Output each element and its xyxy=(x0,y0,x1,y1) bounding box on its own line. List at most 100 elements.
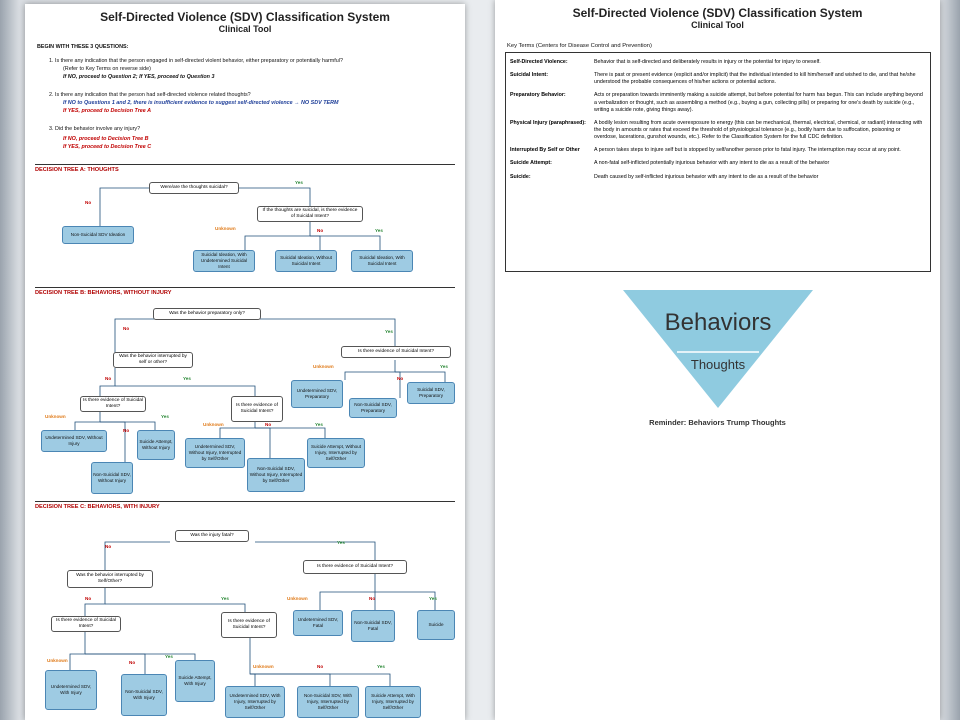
tree-c-label-unknown: Unknown xyxy=(287,596,308,601)
tree-c-outcome-attempt-interrupted: Suicide Attempt, With Injury, Interrupte… xyxy=(365,686,421,718)
question-2-branch-a: If NO to Questions 1 and 2, there is ins… xyxy=(63,100,339,106)
tree-c-label-yes: Yes xyxy=(337,540,345,545)
triangle-thoughts-label: Thoughts xyxy=(691,357,746,372)
question-1: 1. Is there any indication that the pers… xyxy=(49,58,343,64)
tree-a-outcome-undetermined: Suicidal Ideation, With Undetermined Sui… xyxy=(193,250,255,272)
key-term-definition: Acts or preparation towards imminently m… xyxy=(594,92,923,113)
tree-b-label-no-5: No xyxy=(265,422,272,427)
tree-c-label-no-3: No xyxy=(85,596,92,601)
tree-b-outcome-suicidal-preparatory: Suicidal SDV, Preparatory xyxy=(407,382,455,404)
tree-c-outcome-nonsuicidal-fatal: Non-Suicidal SDV, Fatal xyxy=(351,610,395,642)
tree-c-question-intent-mid: Is there evidence of Suicidal Intent? xyxy=(221,612,277,638)
tree-c-outcome-undetermined-injury: Undetermined SDV, With Injury xyxy=(45,670,97,710)
tree-b-label-yes-3: Yes xyxy=(183,376,191,381)
tree-c-label-yes-4: Yes xyxy=(165,654,173,659)
tree-b-outcome-undetermined-preparatory: Undetermined SDV, Preparatory xyxy=(291,380,343,408)
tree-b-label-yes-2: Yes xyxy=(440,364,448,369)
key-term: Self-Directed Violence: xyxy=(510,59,568,65)
tree-c-label-unknown-3: Unknown xyxy=(253,664,274,669)
behaviors-thoughts-triangle: Behaviors Thoughts xyxy=(623,290,813,408)
tree-b-label-yes: Yes xyxy=(385,329,393,334)
triangle-shape xyxy=(623,290,813,408)
tree-b-label-unknown-3: Unknown xyxy=(203,422,224,427)
tree-c-question-interrupted: Was the behavior interrupted by Self/Oth… xyxy=(67,570,153,588)
tree-a-outcome-nonsuicidal: Non-Suicidal SDV Ideation xyxy=(62,226,134,244)
tree-a-label-no: No xyxy=(85,200,92,205)
tree-c-label-no: No xyxy=(105,544,112,549)
question-3-branch-b: If YES, proceed to Decision Tree C xyxy=(63,144,152,150)
tree-c-outcome-nonsuicidal-interrupted: Non-Suicidal SDV, With Injury, Interrupt… xyxy=(297,686,359,718)
tree-b-outcome-nonsuicidal-preparatory: Non-Suicidal SDV, Preparatory xyxy=(349,398,397,418)
tree-b-heading: DECISION TREE B: BEHAVIORS, WITHOUT INJU… xyxy=(35,287,455,296)
key-term-row: Interrupted By Self or Other A person ta… xyxy=(507,144,927,157)
tree-b-outcome-undetermined-without: Undetermined SDV, Without Injury xyxy=(41,430,107,452)
tree-b-label-no-4: No xyxy=(123,428,130,433)
tree-b-label-no: No xyxy=(123,326,130,331)
tree-b-question-intent-mid: Is there evidence of Suicidal Intent? xyxy=(231,396,283,422)
tree-c-label-yes-2: Yes xyxy=(429,596,437,601)
tree-b-question-intent-top: Is there evidence of Suicidal Intent? xyxy=(341,346,451,358)
key-terms-table: Self-Directed Violence: Behavior that is… xyxy=(507,56,927,184)
tree-c-question-intent-left: Is there evidence of Suicidal Intent? xyxy=(51,616,121,632)
key-terms-box xyxy=(505,52,931,272)
key-term-row: Suicidal Intent: There is past or presen… xyxy=(507,69,927,89)
tree-b-label-no-3: No xyxy=(105,376,112,381)
tree-c-outcome-undetermined-interrupted: Undetermined SDV, With Injury, Interrupt… xyxy=(225,686,285,718)
tree-b-question-preparatory: Was the behavior preparatory only? xyxy=(153,308,261,320)
tree-c-label-no-4: No xyxy=(129,660,136,665)
tree-b-outcome-undetermined-interrupted: Undetermined SDV, Without Injury, Interr… xyxy=(185,438,245,468)
key-term-definition: There is past or present evidence (expli… xyxy=(594,72,916,86)
question-3-branch-a: If NO, proceed to Decision Tree B xyxy=(63,136,149,142)
key-term-row: Preparatory Behavior: Acts or preparatio… xyxy=(507,89,927,116)
tree-c-outcome-nonsuicidal-injury: Non-Suicidal SDV, With Injury xyxy=(121,674,167,716)
tree-a-label-yes: Yes xyxy=(295,180,303,185)
tree-a-label-no-2: No xyxy=(317,228,324,233)
tree-b-label-unknown: Unknown xyxy=(313,364,334,369)
tree-a-question-suicidal: Were/are the thoughts suicidal? xyxy=(149,182,239,194)
question-3: 3. Did the behavior involve any injury? xyxy=(49,126,141,132)
key-term: Interrupted By Self or Other xyxy=(510,147,580,154)
key-term-definition: A bodily lesion resulting from acute ove… xyxy=(594,119,923,141)
key-term: Suicidal Intent: xyxy=(510,72,548,79)
key-term-definition: A non-fatal self-inflicted potentially i… xyxy=(594,160,830,167)
tree-a-heading: DECISION TREE A: THOUGHTS xyxy=(35,164,455,173)
tree-b-label-yes-4: Yes xyxy=(161,414,169,419)
tree-c-label-no-2: No xyxy=(369,596,376,601)
key-term-definition: Death caused by self-inflicted injurious… xyxy=(594,173,819,180)
tree-b-outcome-nonsuicidal-interrupted: Non-Suicidal SDV, Without Injury, Interr… xyxy=(247,458,305,492)
tree-c-outcome-undetermined-fatal: Undetermined SDV, Fatal xyxy=(293,610,343,636)
tree-c-label-yes-3: Yes xyxy=(221,596,229,601)
tree-b-label-no-2: No xyxy=(397,376,404,381)
tree-c-heading: DECISION TREE C: BEHAVIORS, WITH INJURY xyxy=(35,501,455,510)
key-term: Suicide Attempt: xyxy=(510,160,552,167)
tree-c-label-yes-5: Yes xyxy=(377,664,385,669)
tree-c-outcome-attempt-injury: Suicide Attempt, With Injury xyxy=(175,660,215,702)
key-term-definition: A person takes steps to injure self but … xyxy=(594,147,901,154)
tree-c-label-no-5: No xyxy=(317,664,324,669)
right-page: Self-Directed Violence (SDV) Classificat… xyxy=(495,0,940,720)
tree-c-label-unknown-2: Unknown xyxy=(47,658,68,663)
reminder-text: Reminder: Behaviors Trump Thoughts xyxy=(649,418,786,427)
tree-c-question-fatal: Was the injury fatal? xyxy=(175,530,249,542)
key-term-definition: Behavior that is self-directed and delib… xyxy=(594,59,821,65)
question-2-branch-b: If YES, proceed to Decision Tree A xyxy=(63,108,151,114)
left-subtitle: Clinical Tool xyxy=(218,24,272,34)
right-title: Self-Directed Violence (SDV) Classificat… xyxy=(572,6,863,20)
question-2: 2. Is there any indication that the pers… xyxy=(49,92,251,98)
tree-b-outcome-attempt-without: Suicide Attempt, Without Injury xyxy=(137,430,175,460)
tree-a-label-yes-2: Yes xyxy=(375,228,383,233)
key-term: Preparatory Behavior: xyxy=(510,92,566,99)
key-term-row: Physical Injury (paraphrased): A bodily … xyxy=(507,117,927,144)
tree-b-question-interrupted: Was the behavior interrupted by self or … xyxy=(113,352,193,368)
intro-heading: BEGIN WITH THESE 3 QUESTIONS: xyxy=(37,44,129,50)
left-title: Self-Directed Violence (SDV) Classificat… xyxy=(100,10,390,24)
tree-b-question-intent-left: Is there evidence of Suicidal Intent? xyxy=(80,396,146,412)
tree-a-outcome-without-intent: Suicidal Ideation, Without Suicidal Inte… xyxy=(275,250,337,272)
tree-a-question-intent: If the thoughts are suicidal, is there e… xyxy=(257,206,363,222)
tree-b-label-unknown-2: Unknown xyxy=(45,414,66,419)
tree-c-outcome-suicide: Suicide xyxy=(417,610,455,640)
key-term-row: Suicide: Death caused by self-inflicted … xyxy=(507,171,927,184)
triangle-behaviors-label: Behaviors xyxy=(665,309,772,336)
key-term: Physical Injury (paraphrased): xyxy=(510,119,586,126)
question-1-branch: If NO, proceed to Question 2; If YES, pr… xyxy=(63,74,215,80)
